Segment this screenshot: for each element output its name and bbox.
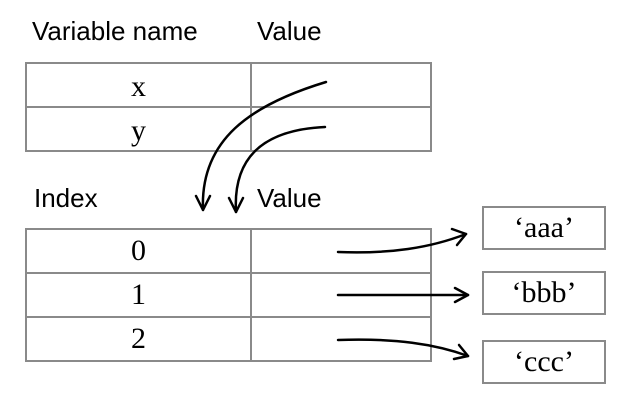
arrowhead-y [227, 196, 245, 214]
arrowhead-1 [453, 286, 470, 304]
variable-name-header: Variable name [32, 16, 198, 46]
index-header: Index [34, 183, 98, 213]
arrowhead-0 [450, 227, 468, 247]
arrow-0-to-aaa [336, 232, 468, 254]
value-box-ccc: ‘ccc’ [482, 340, 606, 384]
index-cell-2 [25, 316, 252, 362]
index-label-0: 0 [131, 234, 146, 267]
index-value-header: Value [257, 183, 322, 213]
index-value-cell-2 [250, 316, 432, 362]
arrowhead-2 [452, 343, 470, 361]
arrow-2-to-ccc [336, 338, 470, 358]
variable-name-x: x [131, 70, 146, 103]
arrow-y-to-index [234, 125, 327, 214]
index-label-2: 2 [131, 322, 146, 355]
index-label-1: 1 [131, 278, 146, 311]
variable-value-header: Value [257, 16, 322, 46]
value-box-bbb: ‘bbb’ [482, 271, 606, 315]
arrow-x-to-index [201, 80, 328, 212]
variable-value-cell-y [250, 106, 432, 152]
variable-name-y: y [131, 114, 146, 147]
value-box-aaa: ‘aaa’ [482, 206, 606, 250]
arrowhead-x [194, 194, 212, 212]
